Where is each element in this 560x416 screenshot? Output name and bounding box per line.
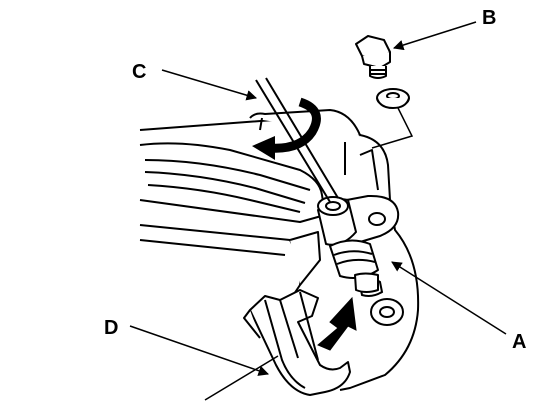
- leader-c: [161, 69, 258, 101]
- callout-leaders: [129, 21, 507, 401]
- callout-d-label: D: [104, 317, 118, 339]
- callout-c-label: C: [132, 61, 146, 83]
- rotation-arrow: [252, 97, 321, 160]
- engine-housing: [139, 109, 420, 391]
- sensor-a: [317, 194, 400, 293]
- bolt-b: [355, 35, 391, 79]
- leader-b: [392, 21, 477, 51]
- callout-b-label: B: [482, 7, 496, 29]
- leader-d: [129, 325, 269, 376]
- assembly-leader: [371, 107, 414, 149]
- bracket-d: [243, 289, 351, 396]
- washer: [376, 88, 410, 110]
- removal-arrow: [317, 296, 357, 351]
- leader-a: [391, 261, 507, 335]
- callout-a-label: A: [512, 331, 526, 353]
- extra-leader: [204, 355, 279, 401]
